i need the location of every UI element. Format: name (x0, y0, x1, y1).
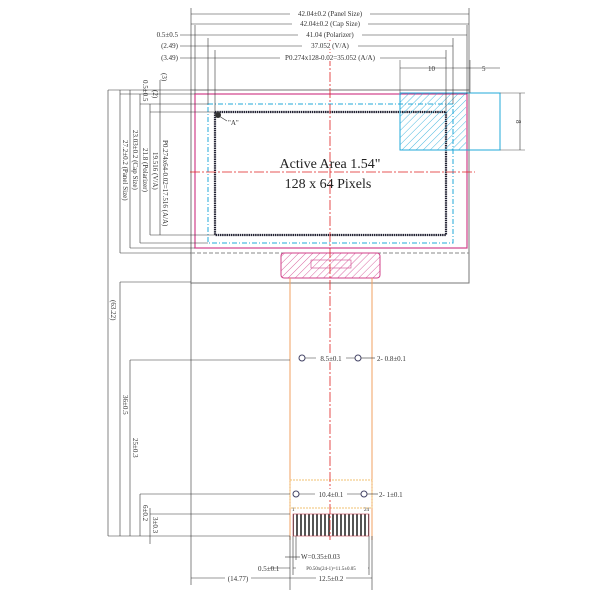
dim-top-offset-3: (3) (160, 73, 168, 82)
dim-pin-edge: 0.5±0.1 (258, 565, 280, 573)
viewing-area-outline (207, 103, 454, 244)
bottom-dimension-lines (108, 283, 373, 590)
hatched-zone (400, 93, 466, 150)
pixel-a-marker (215, 112, 221, 118)
active-area-pixels: 128 x 64 Pixels (285, 177, 372, 192)
fpc-hole-upper-left (298, 354, 306, 362)
pin-last-label: 24 (364, 508, 370, 513)
dim-aa-height: P0.274x64-0.02=17.516 (A/A) (161, 140, 169, 227)
dim-hole-lower-dia: 2- 1±0.1 (379, 491, 403, 499)
left-dimension-labels: P0.274x64-0.02=17.516 (A/A) 19.516 (V/A)… (109, 73, 169, 534)
dim-panel-height: 27.2±0.2 (Panel Size) (121, 140, 129, 201)
dim-fpc-3: 3±0.3 (151, 517, 159, 534)
dim-fpc-width: 12.5±0.2 (319, 575, 344, 583)
fpc-pins (292, 513, 370, 537)
dim-polarizer-height: 21.8 (Polarizer) (141, 148, 149, 193)
polarizer-outline (194, 93, 468, 249)
dim-fpc-25: 25±0.3 (131, 438, 139, 458)
left-dimension-lines (107, 80, 290, 544)
dim-cap-width: 42.04±0.2 (Cap Size) (300, 20, 361, 28)
dim-pin-pitch: P0.50x(24-1)=11.5±0.05 (306, 567, 356, 572)
dim-left-offset-2: (2.49) (161, 42, 179, 50)
dim-aa-width: P0.274x128-0.02=35.052 (A/A) (285, 54, 376, 62)
dim-right-10: 10 (428, 65, 436, 73)
dim-top-offset-2: (2) (151, 90, 159, 99)
ic-bond-area (280, 252, 381, 279)
pin-first-label: 1 (292, 508, 295, 513)
dim-pin-width: W=0.35±0.03 (301, 553, 340, 561)
dim-fpc-6: 6±0.2 (141, 505, 149, 522)
dim-fpc-36: 36±0.5 (121, 395, 129, 415)
fpc-hole-lower-right (360, 490, 368, 498)
fpc-hole-upper-right (354, 354, 362, 362)
dim-va-height: 19.516 (V/A) (151, 152, 159, 190)
dim-hole-spacing-lower: 10.4±0.1 (319, 491, 344, 499)
dim-hole-spacing-upper: 8.5±0.1 (320, 355, 342, 363)
dim-right-8: 8 (514, 120, 522, 124)
active-area-outline (213, 110, 448, 237)
dim-left-offset-1: 0.5±0.5 (157, 31, 179, 39)
fpc-hole-lower-left (292, 490, 300, 498)
dim-polarizer-width: 41.04 (Polarizer) (306, 31, 354, 39)
dim-hole-upper-dia: 2- 0.8±0.1 (377, 355, 406, 363)
dim-fpc-left-offset: (14.77) (228, 575, 249, 583)
dim-va-width: 37.052 (V/A) (311, 42, 349, 50)
dim-cap-height: 23.03±0.2 (Cap Size) (131, 130, 139, 191)
dim-total-height: (63.22) (109, 300, 117, 321)
dim-left-offset-3: (3.49) (161, 54, 179, 62)
dim-panel-width: 42.04±0.2 (Panel Size) (298, 10, 363, 18)
dim-top-offset-1: 0.5±0.5 (141, 80, 149, 102)
dim-right-5: 5 (482, 65, 486, 73)
pixel-a-label: "A" (228, 119, 239, 127)
top-dimension-labels: 42.04±0.2 (Panel Size) 42.04±0.2 (Cap Si… (157, 9, 380, 62)
active-area-title: Active Area 1.54" (280, 157, 381, 172)
